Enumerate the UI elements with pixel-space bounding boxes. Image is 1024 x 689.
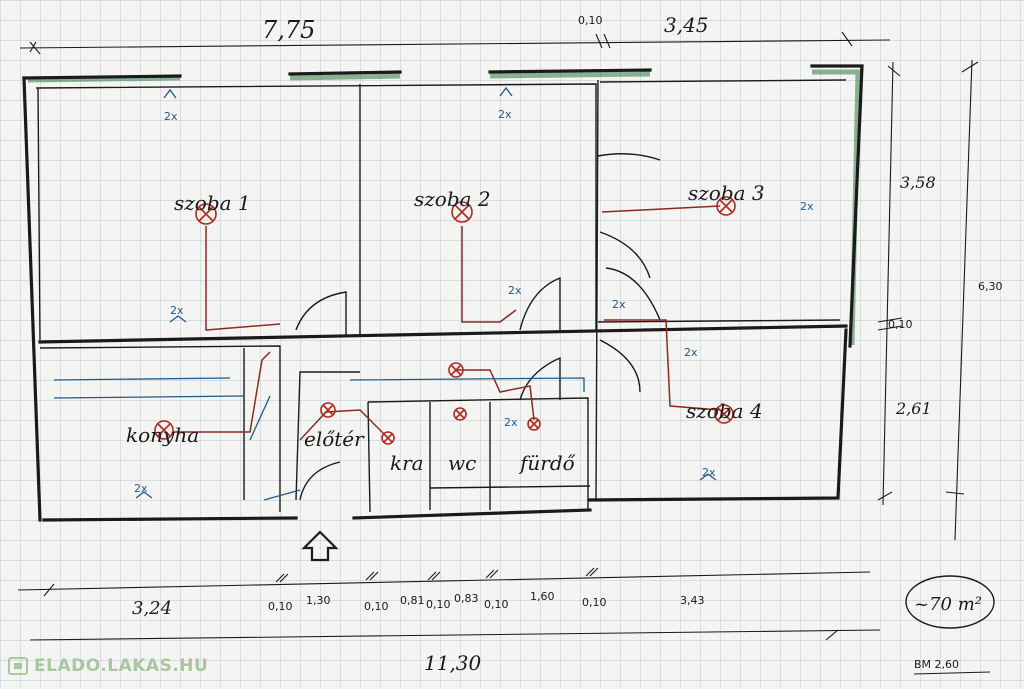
room-label-szoba-3: szoba 3 xyxy=(688,181,765,205)
area-circle xyxy=(905,575,995,629)
top-width-label: 7,75 xyxy=(262,16,315,44)
right-total-height-label: 6,30 xyxy=(978,280,1003,293)
bottom-dimension-lines xyxy=(17,567,881,641)
bottom-dim-10: 0,10 xyxy=(582,596,607,609)
socket-markers xyxy=(135,86,717,499)
top-right-width-label: 3,45 xyxy=(664,13,709,37)
electrical-wiring xyxy=(53,205,721,501)
bottom-dim-9: 1,60 xyxy=(530,590,555,603)
house-logo-icon xyxy=(8,657,28,675)
bottom-dim-3: 1,30 xyxy=(306,594,331,607)
room-label-kamra: kra xyxy=(390,451,424,475)
lamp-szoba-3 xyxy=(716,196,736,216)
room-label-konyha: konyha xyxy=(126,423,199,447)
right-dimension-lines xyxy=(877,59,979,541)
lamp-konyha xyxy=(154,420,174,440)
socket-label-door: 2x xyxy=(508,284,522,297)
bottom-dim-4: 0,10 xyxy=(364,600,389,613)
room-label-szoba-4: szoba 4 xyxy=(686,399,763,423)
right-wall-label: 0,10 xyxy=(888,318,913,331)
lamp-eloter xyxy=(320,402,336,418)
area-label: ~70 m² xyxy=(914,594,982,615)
door-swings xyxy=(295,153,661,501)
socket-label-szoba-4-bottom: 2x xyxy=(702,466,716,479)
bottom-dim-7: 0,83 xyxy=(454,592,479,605)
right-height-bottom-label: 2,61 xyxy=(895,399,932,418)
room-label-eloter: előtér xyxy=(304,427,365,451)
total-width-label: 11,30 xyxy=(424,651,482,675)
socket-label-hall: 2x xyxy=(612,298,626,311)
watermark-text: ELADO.LAKAS.HU xyxy=(34,656,209,676)
outer-walls xyxy=(22,64,864,522)
inner-partitions xyxy=(243,84,841,513)
socket-label-szoba-1: 2x xyxy=(164,110,178,123)
socket-label-szoba-2: 2x xyxy=(498,108,512,121)
site-watermark: ELADO.LAKAS.HU xyxy=(8,656,208,676)
top-dimension-line xyxy=(19,31,891,55)
room-label-szoba-1: szoba 1 xyxy=(174,191,251,215)
socket-label-konyha: 2x xyxy=(134,482,148,495)
bottom-dim-1: 3,24 xyxy=(132,598,172,619)
bottom-dim-6: 0,10 xyxy=(426,598,451,611)
room-label-wc: wc xyxy=(448,451,476,475)
bottom-dim-5: 0,81 xyxy=(400,594,425,607)
bottom-dim-2: 0,10 xyxy=(268,600,293,613)
lamp-szoba-1 xyxy=(195,203,217,225)
room-label-szoba-2: szoba 2 xyxy=(414,187,491,211)
socket-label-furdo: 2x xyxy=(504,416,518,429)
right-height-top-label: 3,58 xyxy=(900,173,936,192)
lamp-hall xyxy=(448,362,464,378)
entrance-arrow xyxy=(301,530,339,562)
lamp-szoba-4 xyxy=(714,404,734,424)
bottom-dim-11: 3,43 xyxy=(680,594,705,607)
bottom-dim-8: 0,10 xyxy=(484,598,509,611)
room-label-furdo: fürdő xyxy=(518,451,576,475)
socket-label-szoba-3: 2x xyxy=(800,200,814,213)
lamp-szoba-2 xyxy=(451,201,473,223)
ceiling-underline xyxy=(913,671,991,675)
lamp-kamra xyxy=(381,431,395,445)
lamp-furdo xyxy=(527,417,541,431)
socket-label-szoba-4: 2x xyxy=(684,346,698,359)
lamp-wc xyxy=(453,407,467,421)
socket-label-szoba-1-bottom: 2x xyxy=(170,304,184,317)
light-fixtures xyxy=(154,196,736,445)
ceiling-height-label: BM 2,60 xyxy=(914,658,959,671)
top-wall-label: 0,10 xyxy=(578,14,603,27)
